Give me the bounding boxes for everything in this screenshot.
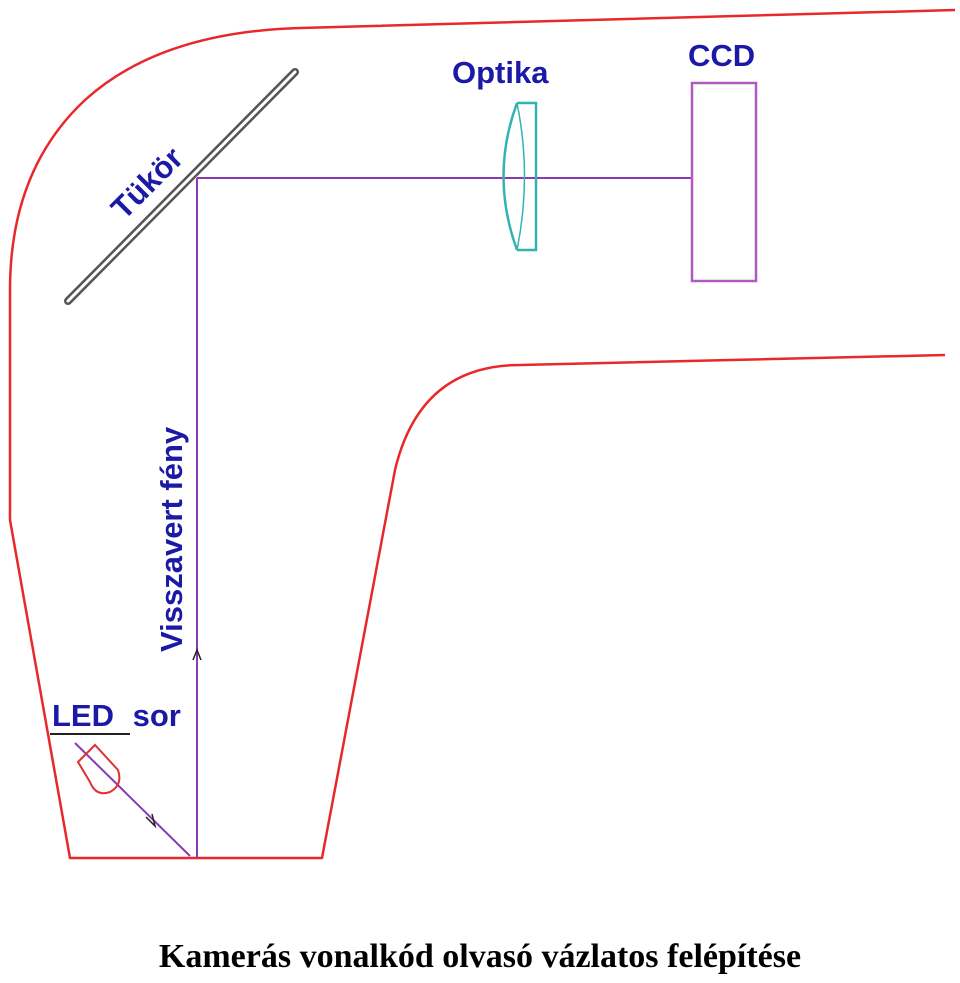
led-label-underlined: LED (52, 698, 114, 733)
ccd-label: CCD (688, 38, 755, 73)
reflected-light-label: Visszavert fény (154, 426, 189, 652)
ccd-sensor (690, 81, 758, 283)
led-light-path (74, 742, 191, 857)
led-label-suffix: sor (133, 698, 181, 733)
led-label: LED sor (52, 698, 181, 733)
mirror-label: Tükör (104, 140, 190, 226)
diagram-caption: Kamerás vonalkód olvasó vázlatos felépít… (158, 938, 802, 975)
optics-label: Optika (452, 55, 549, 90)
mirror (64, 68, 299, 305)
lens (502, 101, 538, 252)
led-element (76, 743, 121, 795)
up-arrow-mark (192, 647, 202, 661)
housing-outline (8, 8, 956, 860)
diagonal-arrow-mark (145, 813, 157, 829)
